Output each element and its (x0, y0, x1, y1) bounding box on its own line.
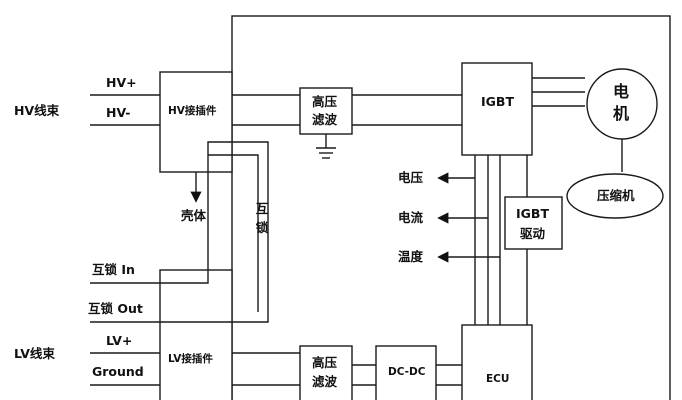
lv-connector-box (159, 269, 233, 400)
hv-filter-label-top: 高压 (312, 94, 338, 109)
lv-filter-label-top: 高压 (312, 355, 338, 370)
lv-filter-box (299, 345, 353, 400)
current-label: 电流 (398, 210, 424, 225)
lv-plus-label: LV+ (106, 333, 133, 348)
hv-filter-label-bottom: 滤波 (312, 112, 338, 127)
voltage-label: 电压 (398, 170, 424, 185)
hv-connector-box (159, 71, 233, 173)
housing-label: 壳体 (181, 208, 207, 223)
hv-filter-box (299, 87, 353, 135)
interlock-in-label: 互锁 In (92, 262, 135, 277)
interlock-out-label: 互锁 Out (88, 301, 143, 316)
housing-frame (231, 15, 671, 400)
dcdc-label: DC-DC (388, 366, 426, 378)
igbt-box (461, 62, 533, 156)
motor-label-bottom: 机 (613, 104, 630, 123)
hv-minus-label: HV- (106, 105, 131, 120)
lv-bundle-label: LV线束 (14, 346, 55, 361)
dcdc-box (375, 345, 437, 400)
interlock-vertical-label-1: 互 (255, 201, 269, 216)
ecu-box (461, 324, 533, 400)
ecu-label: ECU (486, 373, 510, 385)
hv-bundle-label: HV线束 (14, 103, 60, 118)
lv-connector-label: LV接插件 (168, 353, 213, 365)
hv-connector-label: HV接插件 (168, 105, 217, 117)
compressor-ellipse (566, 173, 664, 219)
igbt-driver-box (504, 196, 563, 250)
compressor-label: 压缩机 (597, 188, 635, 203)
motor-label-top: 电 (613, 82, 630, 101)
igbt-label: IGBT (481, 94, 514, 109)
interlock-vertical-label-2: 锁 (255, 220, 269, 235)
igbt-driver-label-top: IGBT (516, 206, 549, 221)
igbt-driver-label-bottom: 驱动 (520, 226, 546, 241)
lv-filter-label-bottom: 滤波 (312, 374, 338, 389)
temperature-label: 温度 (398, 249, 424, 264)
hv-plus-label: HV+ (106, 75, 137, 90)
ground-label: Ground (92, 364, 144, 379)
